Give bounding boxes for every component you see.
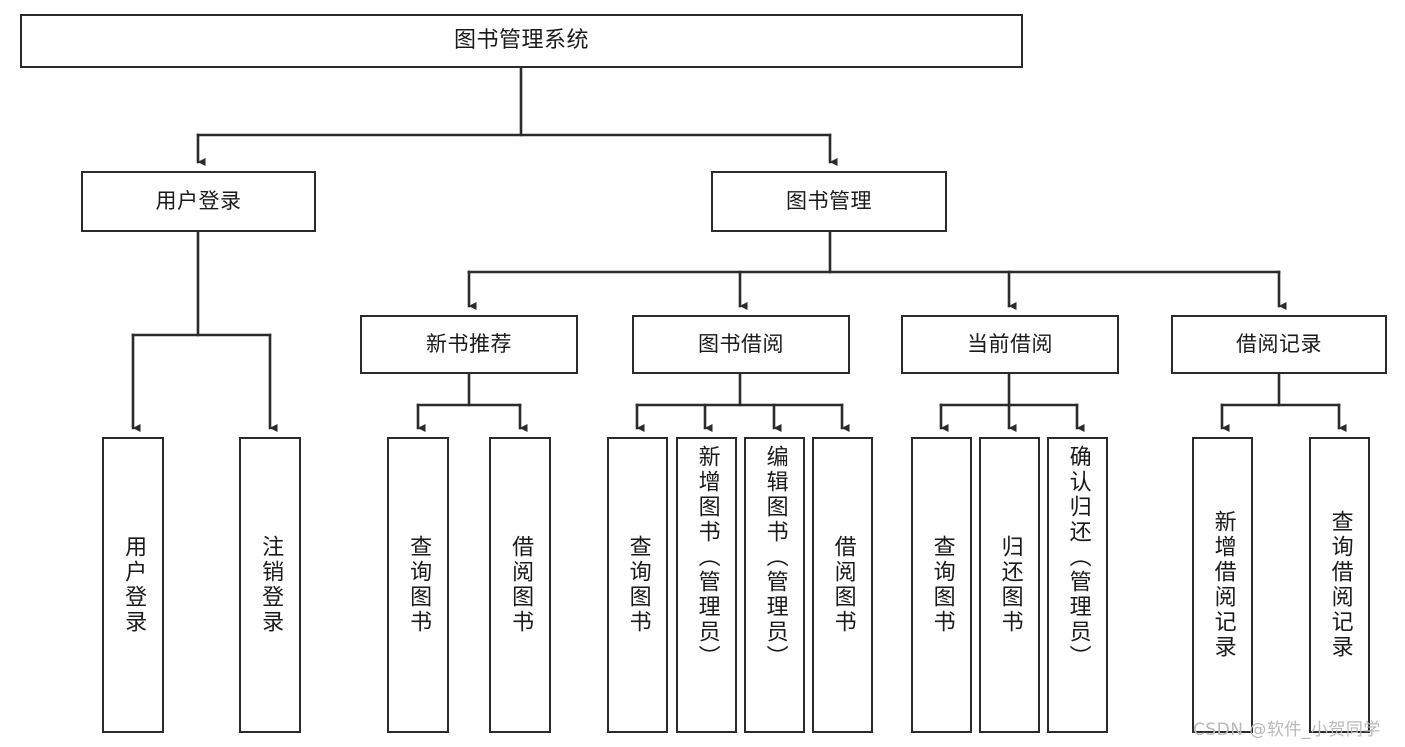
node-label: 新增借阅记录 [1210,510,1236,660]
leaf-user-logout[interactable]: 注销登录 [239,437,301,733]
node-new-book-recommend[interactable]: 新书推荐 [360,315,578,374]
node-label: 查询图书 [929,535,955,635]
node-book-borrow[interactable]: 图书借阅 [632,315,850,374]
node-label: 图书管理系统 [453,28,589,54]
leaf-query-book-current[interactable]: 查询图书 [911,437,972,733]
node-book-manage[interactable]: 图书管理 [711,171,947,232]
node-label: 确认归还（管理员） [1065,445,1091,670]
leaf-query-book-borrow[interactable]: 查询图书 [607,437,668,733]
node-user-login[interactable]: 用户登录 [81,171,316,232]
node-current-borrow[interactable]: 当前借阅 [901,315,1119,374]
leaf-edit-book[interactable]: 编辑图书（管理员） [744,437,805,733]
node-label: 图书管理 [786,189,872,214]
node-label: 图书借阅 [698,332,784,357]
node-label: 归还图书 [997,535,1023,635]
leaf-confirm-return[interactable]: 确认归还（管理员） [1047,437,1108,733]
node-label: 用户登录 [121,535,147,635]
node-label: 查询借阅记录 [1327,510,1353,660]
node-label: 借阅记录 [1236,332,1322,357]
leaf-add-borrow-record[interactable]: 新增借阅记录 [1192,437,1253,733]
node-label: 注销登录 [258,535,284,635]
node-label: 用户登录 [155,189,242,214]
leaf-return-book[interactable]: 归还图书 [979,437,1040,733]
node-label: 当前借阅 [967,332,1053,357]
leaf-query-book-recommend[interactable]: 查询图书 [387,437,449,733]
leaf-user-login[interactable]: 用户登录 [102,437,164,733]
node-label: 编辑图书（管理员） [762,445,788,670]
leaf-borrow-book-recommend[interactable]: 借阅图书 [489,437,551,733]
node-root-system[interactable]: 图书管理系统 [20,14,1023,68]
leaf-borrow-book[interactable]: 借阅图书 [812,437,873,733]
node-label: 新书推荐 [426,332,512,357]
node-borrow-record[interactable]: 借阅记录 [1171,315,1387,374]
csdn-watermark: CSDN @软件_小贺同学 [1193,720,1381,740]
node-label: 查询图书 [625,535,651,635]
node-label: 新增图书（管理员） [694,445,720,670]
node-label: 借阅图书 [508,535,534,635]
leaf-add-book[interactable]: 新增图书（管理员） [676,437,737,733]
node-label: 借阅图书 [830,535,856,635]
node-label: 查询图书 [406,535,432,635]
leaf-query-borrow-record[interactable]: 查询借阅记录 [1309,437,1370,733]
